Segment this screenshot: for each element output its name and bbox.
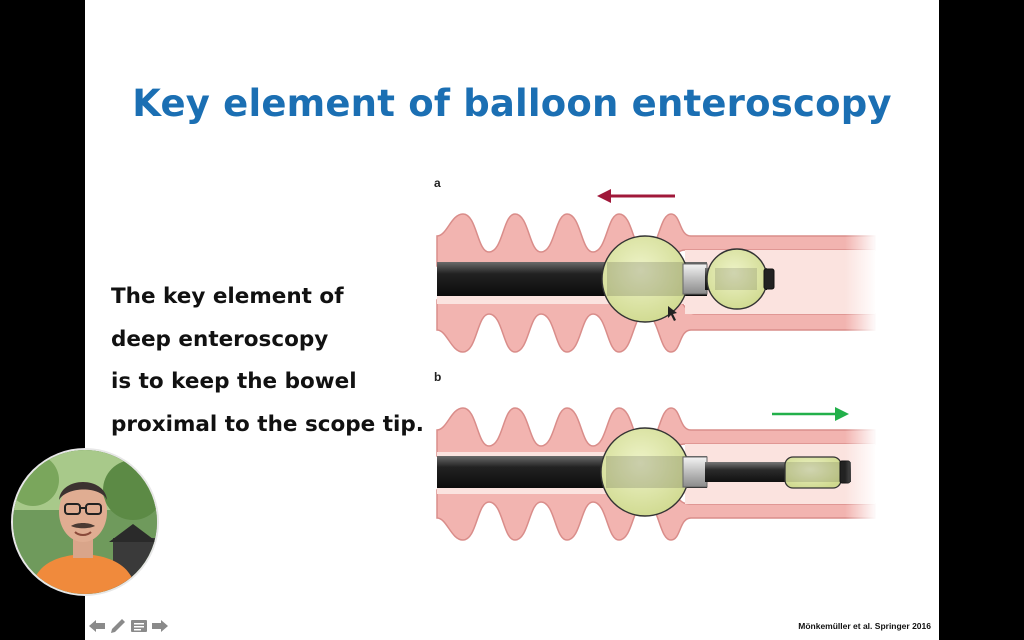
enteroscopy-diagram <box>436 189 877 550</box>
pen-icon[interactable] <box>109 618 127 634</box>
panel-a <box>436 189 877 360</box>
body-line: deep enteroscopy <box>111 326 329 352</box>
menu-icon[interactable] <box>130 618 148 634</box>
mouse-cursor-icon <box>668 306 677 321</box>
arrow-left-head <box>597 189 611 203</box>
slide-title: Key element of balloon enteroscopy <box>132 82 892 125</box>
webcam-presenter-overlay-icon <box>13 450 157 594</box>
panel-b <box>436 395 877 550</box>
body-line: The key element of <box>111 284 344 309</box>
body-line: is to keep the bowel <box>111 369 357 394</box>
player-controls <box>88 618 169 634</box>
arrow-right-head <box>835 407 849 421</box>
panel-b-label: b <box>434 370 442 384</box>
forward-arrow-icon[interactable] <box>151 618 169 634</box>
back-arrow-icon[interactable] <box>88 618 106 634</box>
citation: Mönkemüller et al. Springer 2016 <box>798 621 931 631</box>
slide: Key element of balloon enteroscopy The k… <box>85 0 939 640</box>
slide-body-text: The key element of deep enteroscopy is t… <box>111 276 424 446</box>
body-line: proximal to the scope tip. <box>111 411 424 437</box>
presenter-webcam <box>11 448 159 596</box>
panel-a-label: a <box>434 176 441 190</box>
